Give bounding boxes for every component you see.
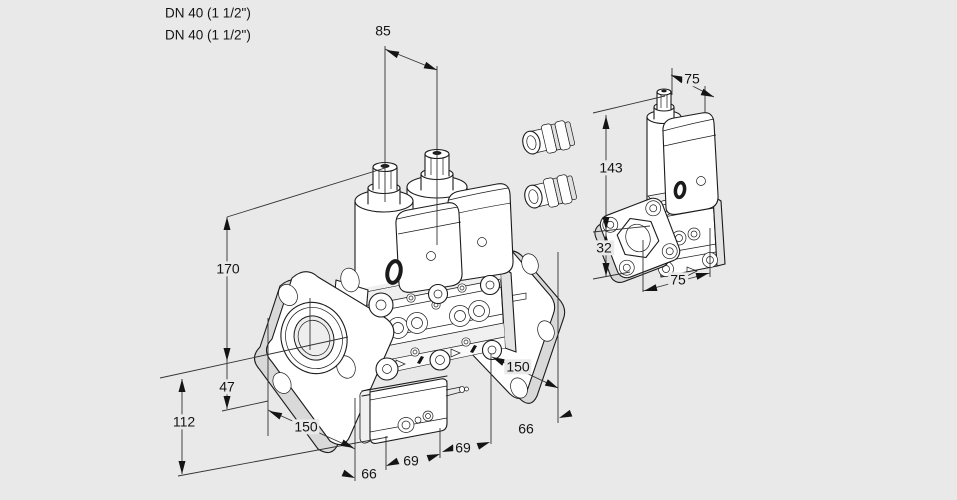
flow-arrow-icon xyxy=(686,266,698,277)
side-view-valve xyxy=(594,88,726,283)
dim-label-69-b: 69 xyxy=(453,439,473,456)
side-actuator-cap xyxy=(653,88,675,120)
dim-label-75-bottom: 75 xyxy=(668,271,688,288)
vent-nipple xyxy=(445,385,469,397)
cable-gland-2 xyxy=(524,174,577,209)
dim-label-85: 85 xyxy=(373,22,393,39)
dim-label-150-right: 150 xyxy=(504,358,532,375)
side-coil-cover xyxy=(662,112,719,215)
dim-label-143: 143 xyxy=(597,159,625,176)
coil-adjusters xyxy=(387,300,490,339)
dim-label-32: 32 xyxy=(594,239,614,256)
dim-label-66-right: 66 xyxy=(516,420,536,437)
hinge-bosses xyxy=(368,274,503,381)
dim-label-112: 112 xyxy=(170,413,198,430)
connection-size-label-2: DN 40 (1 1/2") xyxy=(165,27,251,43)
cable-gland-1 xyxy=(522,120,575,155)
dim-label-66-left: 66 xyxy=(359,465,379,482)
dim-label-170: 170 xyxy=(214,260,242,277)
slash-mark xyxy=(470,345,477,353)
dim-label-47: 47 xyxy=(217,378,237,395)
coil-cover-left xyxy=(385,202,463,293)
flow-arrow-icon xyxy=(450,348,461,358)
dim-label-150-left: 150 xyxy=(292,418,320,435)
dim-label-75-top: 75 xyxy=(682,70,702,87)
flange-bore xyxy=(280,301,348,375)
dimension-lines-main xyxy=(159,46,573,481)
slash-mark xyxy=(417,356,424,364)
sight-ring xyxy=(385,259,403,285)
connection-size-label-1: DN 40 (1 1/2") xyxy=(165,5,251,21)
sight-ring xyxy=(673,180,687,200)
lower-module xyxy=(359,375,469,444)
dim-label-69-a: 69 xyxy=(401,452,421,469)
